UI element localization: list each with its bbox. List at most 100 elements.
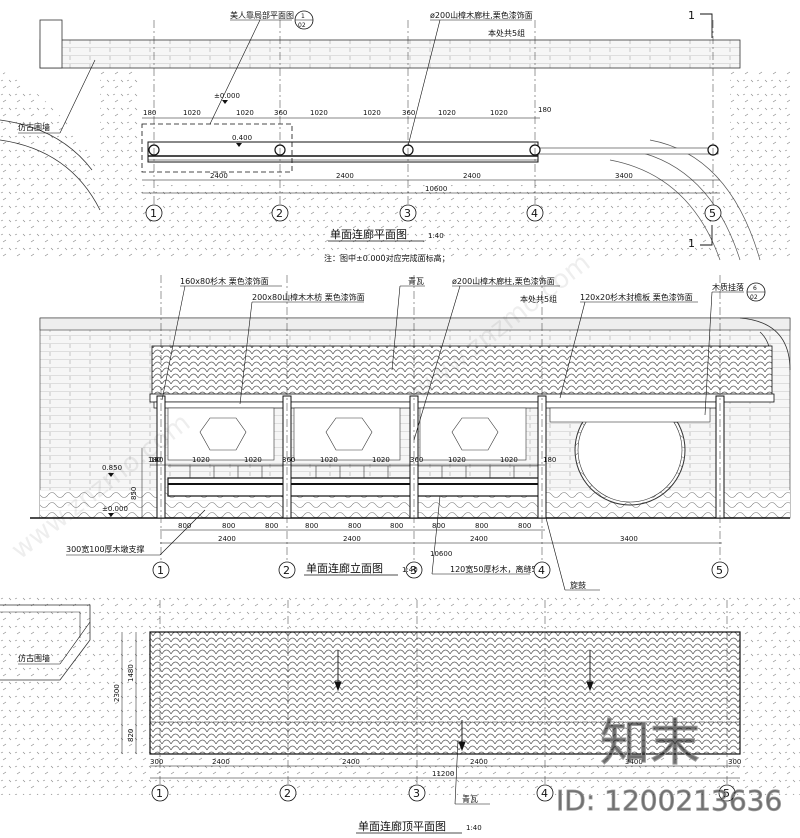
dim: 360 — [410, 456, 423, 464]
plan-detail-box — [141, 123, 293, 173]
grid-bubble — [711, 561, 729, 579]
elev-wall-curve — [739, 317, 791, 371]
grid-number: 2 — [284, 787, 291, 800]
roof-grid-bubbles: 1 2 3 4 5 — [151, 784, 736, 802]
dim: 180 — [150, 456, 163, 464]
dim: 2400 — [342, 758, 360, 766]
dim: 1020 — [183, 109, 201, 117]
leader — [209, 19, 261, 125]
elev-level-0: ±0.000 — [102, 505, 128, 513]
section-mark-bottom: 1 — [688, 237, 695, 250]
roof-slope-arrows — [334, 650, 594, 752]
dim: 2400 — [343, 535, 361, 543]
dim: 2400 — [470, 758, 488, 766]
grid-number: 2 — [283, 564, 290, 577]
grid-bubble — [533, 561, 551, 579]
elev-dims-bottom: 2400 2400 2400 3400 10600 — [218, 535, 638, 558]
dim: 1020 — [192, 456, 210, 464]
elev-column-label: ø200山樟木廊柱,栗色漆饰面 — [452, 276, 555, 286]
dim: 3400 — [620, 535, 638, 543]
dim: 800 — [305, 522, 318, 530]
elev-lattice-panels — [167, 407, 711, 461]
leader — [159, 509, 206, 556]
dim: 1020 — [500, 456, 518, 464]
elev-dims-top: 180 1020 1020 360 1020 1020 360 1020 102… — [150, 456, 556, 464]
roof-wall-outline-2 — [0, 611, 81, 638]
grid-number: 1 — [157, 564, 164, 577]
dim: 2400 — [463, 172, 481, 180]
dim: 2400 — [212, 758, 230, 766]
grid-number: 1 — [156, 787, 163, 800]
dim: 3400 — [615, 172, 633, 180]
leader — [704, 291, 713, 416]
roof-scale: 1:40 — [466, 824, 482, 832]
elevation-view: 180 1020 1020 360 1020 1020 360 1020 102… — [30, 275, 791, 591]
section-arrow — [700, 225, 713, 246]
dim: 1480 — [127, 664, 135, 682]
dim: 360 — [282, 456, 295, 464]
elev-hanging-label: 木质挂落 — [712, 282, 744, 292]
elev-fascia-label: 120x20杉木封檐板 栗色漆饰面 — [580, 292, 693, 302]
dim: 1020 — [310, 109, 328, 117]
dim: 2400 — [210, 172, 228, 180]
section-mark-top: 1 — [688, 9, 695, 22]
leader — [431, 495, 441, 575]
leader — [59, 59, 96, 134]
dim-total: 10600 — [425, 185, 447, 193]
level-marker-icon — [236, 143, 242, 147]
plan-note: 注：图中±0.000对应完成面标高； — [324, 253, 450, 263]
dim: 1020 — [244, 456, 262, 464]
dim: 3400 — [625, 758, 643, 766]
dim: 300 — [150, 758, 163, 766]
grid-bubble — [271, 204, 289, 222]
plan-wall-section — [537, 147, 719, 155]
grid-number: 4 — [531, 207, 538, 220]
dim: 2400 — [470, 535, 488, 543]
grid-bubble — [408, 784, 426, 802]
elev-support-label: 300宽100厚木墩支撑 — [66, 544, 145, 554]
watermark-id: ID: 1200213636 — [556, 784, 782, 817]
dim-total: 11200 — [432, 770, 454, 778]
roof-wall-label: 仿古围墙 — [18, 653, 50, 663]
level-marker-icon — [222, 100, 228, 104]
watermark-logo: 知末 — [600, 714, 700, 772]
grid-number: 1 — [150, 207, 157, 220]
leader — [559, 301, 586, 399]
plan-grid-bubbles: 1 2 3 4 5 — [145, 204, 722, 222]
dim: 1020 — [320, 456, 338, 464]
grid-number: 5 — [709, 207, 716, 220]
leader — [161, 285, 186, 401]
grid-number: 3 — [410, 564, 417, 577]
dim: 800 — [265, 522, 278, 530]
detail-ref-sheet: 02 — [298, 22, 306, 29]
grid-number: 5 — [716, 564, 723, 577]
dim-total: 10600 — [430, 550, 452, 558]
plan-grid-lines — [153, 20, 714, 205]
dim: 300 — [728, 758, 741, 766]
dim: 800 — [475, 522, 488, 530]
elev-scale: 1:40 — [402, 566, 418, 574]
elev-bench-slats — [168, 465, 544, 478]
elev-fascia — [149, 393, 775, 403]
grid-bubble — [718, 784, 736, 802]
leader — [545, 517, 566, 591]
grid-bubble — [151, 784, 169, 802]
dim: 800 — [178, 522, 191, 530]
plan-ground-left — [0, 70, 100, 260]
plan-level-0: ±0.000 — [214, 92, 240, 100]
leader — [407, 19, 441, 147]
dim: 180 — [538, 106, 551, 114]
elev-column-count: 本处共5组 — [520, 294, 557, 304]
elev-bench-label: 120宽50厚杉木，离缝5 — [450, 564, 537, 574]
plan-dims-top: 180 1020 1020 360 1020 1020 360 1020 102… — [143, 106, 551, 117]
plan-wall-label: 仿古围墙 — [18, 122, 50, 132]
dim: 1020 — [363, 109, 381, 117]
grid-bubble — [279, 784, 297, 802]
plan-scale: 1:40 — [428, 232, 444, 240]
plan-step-3 — [649, 139, 761, 261]
plan-curve — [0, 139, 101, 211]
plan-title: 单面连廊平面图 — [330, 227, 407, 241]
dim: 1020 — [372, 456, 390, 464]
dim: 800 — [518, 522, 531, 530]
grid-bubble — [399, 204, 417, 222]
